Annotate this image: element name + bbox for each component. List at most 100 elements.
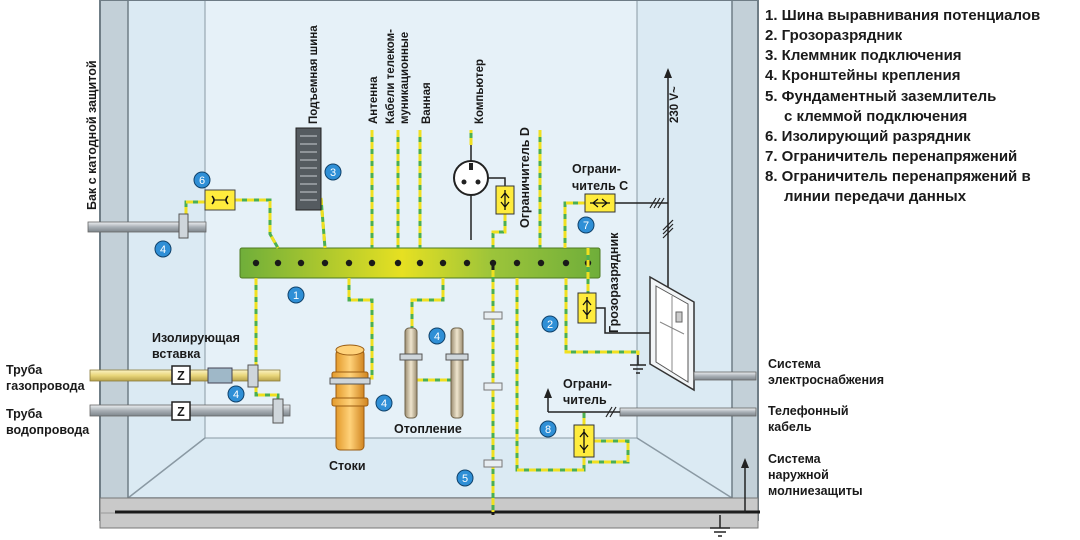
outlet-icon — [453, 145, 506, 240]
label-phone-2: кабель — [768, 420, 812, 434]
badge-number: 8 — [545, 424, 551, 436]
badge-number: 4 — [381, 398, 387, 410]
conductor-yellow — [515, 278, 586, 472]
bus-terminal-hole — [416, 259, 424, 267]
label-lightning-2: наружной — [768, 468, 829, 482]
data-line-limiter-icon — [573, 424, 595, 458]
callout-badges: 1 2 3 4 5 6 7 8 4 4 4 — [154, 163, 595, 487]
lightning-arrester-icon — [577, 292, 652, 334]
legend-item-8: 8. Ограничитель перенапряжений в — [765, 168, 1031, 185]
callout-badge: 2 — [541, 315, 559, 333]
label-limiter-c-2: читель C — [572, 179, 628, 193]
label-limiter-d: Ограничитель D — [518, 127, 532, 228]
label-bath: Ванная — [421, 82, 433, 124]
power-line — [662, 68, 674, 290]
label-limiter-2: читель — [563, 393, 607, 407]
conductor-yellow — [563, 201, 585, 248]
label-limiter-1: Ограни- — [563, 377, 612, 391]
conductor-yellow — [491, 214, 507, 248]
conductor-yellow — [347, 278, 374, 380]
heating-pipes — [399, 327, 469, 419]
equipotential-busbar — [239, 247, 601, 279]
label-tank: Бак с катодной защитой — [85, 60, 99, 210]
callout-badge: 4 — [154, 240, 172, 258]
ground-conductors — [184, 130, 640, 472]
callout-badge: 4 — [428, 327, 446, 345]
foundation-connection — [483, 262, 503, 515]
surge-limiter-d-icon — [495, 185, 515, 215]
label-water-1: Труба — [6, 407, 43, 421]
spark-gap-icon — [204, 189, 236, 211]
legend-item-8b: линии передачи данных — [784, 188, 967, 205]
legend-item-4: 4. Кронштейны крепления — [765, 67, 960, 84]
legend-item-1: 1. Шина выравнивания потенциалов — [765, 7, 1040, 24]
ground-icon — [630, 355, 730, 537]
badge-number: 4 — [160, 244, 166, 256]
z-mark-water: Z — [177, 405, 185, 419]
conductor-yellow — [588, 439, 630, 464]
badge-number: 1 — [293, 290, 299, 302]
legend-item-7: 7. Ограничитель перенапряжений — [765, 148, 1017, 165]
meter-cabinet-icon — [649, 275, 695, 392]
label-heating: Отопление — [394, 422, 462, 436]
conductor-yellow — [235, 198, 280, 249]
label-lightning-1: Система — [768, 452, 822, 466]
z-mark-gas: Z — [177, 369, 185, 383]
legend-item-6: 6. Изолирующий разрядник — [765, 128, 971, 145]
label-sewage: Стоки — [329, 459, 366, 473]
surge-limiter-c-icon — [584, 193, 668, 213]
conductor-yellow — [564, 278, 640, 355]
legend-item-2: 2. Грозоразрядник — [765, 27, 903, 44]
callout-badge: 6 — [193, 171, 211, 189]
conductor-yellow — [184, 200, 205, 226]
label-insulating-2: вставка — [152, 347, 201, 361]
legend-item-5b: с клеммой подключения — [784, 108, 967, 125]
label-limiter-c-1: Ограни- — [572, 162, 621, 176]
bus-terminal-hole — [274, 259, 282, 267]
terminal-block — [295, 127, 322, 211]
cathodic-tank-pipe — [87, 213, 207, 239]
bus-terminal-hole — [394, 259, 402, 267]
bus-terminal-hole — [345, 259, 353, 267]
callout-badge: 4 — [227, 385, 245, 403]
bus-terminal-hole — [513, 259, 521, 267]
label-telecom-1: Кабели телеком- — [385, 29, 397, 124]
label-voltage: 230 V~ — [669, 86, 681, 123]
bus-terminal-hole — [252, 259, 260, 267]
label-antenna: Антенна — [368, 76, 380, 124]
label-computer: Компьютер — [474, 59, 486, 124]
badge-number: 3 — [330, 167, 336, 179]
label-busbar-lift: Подъемная шина — [308, 25, 320, 124]
badge-number: 2 — [547, 319, 553, 331]
bus-terminal-hole — [368, 259, 376, 267]
external-lightning-line — [720, 458, 749, 513]
legend-item-5: 5. Фундаментный заземлитель — [765, 88, 996, 105]
label-water-2: водопровода — [6, 423, 90, 437]
label-insulating-1: Изолирующая — [152, 331, 240, 345]
badge-number: 7 — [583, 220, 589, 232]
conductor-yellow — [410, 278, 445, 354]
callout-badge: 1 — [287, 286, 305, 304]
bus-terminal-hole — [463, 259, 471, 267]
diagram-labels: Бак с катодной защитой Подъемная шина Ан… — [6, 25, 884, 498]
label-lightning-3: молниезащиты — [768, 484, 863, 498]
legend: 1. Шина выравнивания потенциалов 2. Гроз… — [765, 7, 1040, 205]
label-power-1: Система — [768, 357, 822, 371]
sewage-pipe — [329, 344, 371, 451]
legend-item-3: 3. Клеммник подключения — [765, 47, 962, 64]
bus-terminal-hole — [297, 259, 305, 267]
callout-badge: 3 — [324, 163, 342, 181]
callout-badge: 8 — [539, 420, 557, 438]
label-gas-1: Труба — [6, 363, 43, 377]
label-arrester: Грозоразрядник — [607, 232, 621, 333]
badge-number: 5 — [462, 473, 468, 485]
label-power-2: электроснабжения — [768, 373, 884, 387]
callout-badge: 7 — [577, 216, 595, 234]
badge-number: 4 — [434, 331, 440, 343]
bus-terminal-hole — [537, 259, 545, 267]
bus-terminal-hole — [439, 259, 447, 267]
label-gas-2: газопровода — [6, 379, 86, 393]
callout-badge: 4 — [375, 394, 393, 412]
badge-number: 6 — [199, 175, 205, 187]
